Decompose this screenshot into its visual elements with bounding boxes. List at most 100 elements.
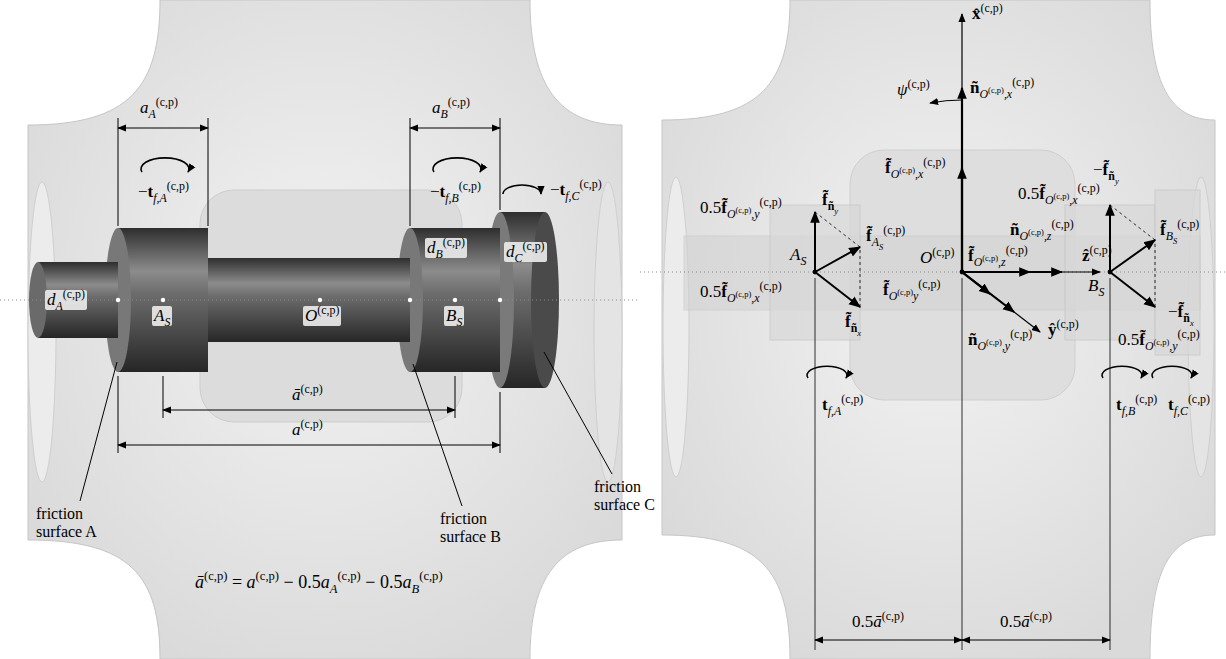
symbol-part: ,z <box>998 255 1006 269</box>
symbol-part: (c,p) <box>448 95 470 109</box>
axis <box>498 298 502 302</box>
symbol-part: ,y <box>1169 339 1177 353</box>
leader-line <box>413 364 462 506</box>
symbol-part: y <box>834 206 838 216</box>
symbol-part: (c,p) <box>932 245 954 259</box>
axis <box>116 298 120 302</box>
symbol-part: ñ <box>968 330 977 349</box>
symbol-part: f,A <box>828 404 842 418</box>
symbol-part: (c,p) <box>897 287 913 297</box>
symbol-part: ā <box>1021 612 1030 631</box>
symbol-part: f̃ <box>968 246 974 265</box>
shaft <box>410 228 500 372</box>
force-vector <box>961 168 963 272</box>
symbol-part: ψ <box>897 80 908 99</box>
dimension-lines <box>118 118 500 453</box>
dimension-label: aB(c,p) <box>432 98 470 118</box>
point-label: AS <box>152 306 172 326</box>
symbol-part: (c,p) <box>760 279 782 293</box>
axis <box>408 298 412 302</box>
symbol-part: f,C <box>1174 404 1188 418</box>
axis-label: ẑ(c,p) <box>1082 246 1112 266</box>
symbol-part: (c,p) <box>337 569 360 583</box>
symbol-part: B <box>411 582 419 596</box>
vector-label: 0.5f̃O(c,p),x(c,p) <box>1018 184 1100 204</box>
torque-label: −tf,C(c,p) <box>550 180 602 200</box>
symbol-part: O <box>727 291 736 305</box>
symbol-part: (c,p) <box>443 235 465 249</box>
symbol-part: S <box>1173 236 1177 246</box>
symbol-part: A <box>872 235 879 249</box>
symbol-part: (c,p) <box>986 337 1002 347</box>
axis <box>962 640 1110 641</box>
axis <box>962 278 963 650</box>
symbol-part: O <box>1019 229 1028 243</box>
vector-label: −f̃ñx <box>1168 302 1194 322</box>
housing <box>200 190 462 422</box>
symbol-part: B <box>446 306 456 325</box>
torque-arrow <box>807 366 847 378</box>
force-vector <box>962 272 990 294</box>
symbol-part: ,x <box>1069 193 1077 207</box>
symbol-part: ā <box>292 385 301 404</box>
symbol-part: O <box>974 255 983 269</box>
axis-label: x̂(c,p) <box>972 4 1003 24</box>
symbol-part: (c,p) <box>1051 217 1073 231</box>
symbol-part: t <box>440 182 446 201</box>
force-vector <box>962 271 1062 273</box>
symbol-part: O <box>891 167 900 181</box>
dimension-lines <box>163 376 164 418</box>
symbol-part: (c,p) <box>204 569 227 583</box>
symbol-part: ā <box>873 612 882 631</box>
force-vector <box>961 14 962 272</box>
symbol-part: (c,p) <box>167 179 189 193</box>
symbol-part: − <box>138 182 148 201</box>
torque-arrow <box>141 158 189 172</box>
dimension-label: aA(c,p) <box>140 98 178 118</box>
axis <box>640 272 1226 273</box>
diameter-label: dB(c,p) <box>425 238 467 258</box>
symbol-part: ,x <box>915 167 923 181</box>
symbol-part: (c,p) <box>301 417 323 431</box>
symbol-part: x <box>857 328 861 338</box>
symbol-part: (c,p) <box>301 382 323 396</box>
housing <box>662 0 1215 659</box>
symbol-part: ,z <box>1044 229 1052 243</box>
torque-arrow <box>1152 366 1192 378</box>
axis <box>815 278 816 650</box>
symbol-part: (c,p) <box>1135 392 1157 406</box>
point-label: O(c,p) <box>303 306 341 326</box>
torque-arrow <box>433 158 481 172</box>
symbol-part: (c,p) <box>841 392 863 406</box>
symbol-part: f̃ <box>822 190 828 209</box>
symbol-part: (c,p) <box>982 253 998 263</box>
leader-line <box>80 352 612 506</box>
symbol-part: f̃ <box>883 280 889 299</box>
symbol-part: − <box>1093 160 1103 179</box>
symbol-part: f̃ <box>845 312 851 331</box>
symbol-part: O <box>305 306 317 325</box>
torque-label: tf,C(c,p) <box>1168 395 1210 415</box>
symbol-part: ,x <box>1004 87 1012 101</box>
symbol-part: ŷ <box>1048 320 1057 339</box>
force-vector <box>814 212 816 272</box>
torque-arrow <box>141 158 541 194</box>
vector-label: f̃AS(c,p) <box>866 226 905 246</box>
symbol-part: (c,p) <box>522 239 544 253</box>
symbol-part: B <box>1166 229 1173 243</box>
symbol-part: a <box>140 98 149 117</box>
dimension-lines <box>118 376 119 453</box>
force-vector <box>815 272 860 307</box>
symbol-part: f̃ <box>885 158 891 177</box>
housing <box>663 177 689 477</box>
symbol-part: (c,p) <box>156 95 178 109</box>
symbol-part: a <box>402 572 411 592</box>
symbol-part: − <box>430 182 440 201</box>
symbol-part: y <box>913 289 918 303</box>
symbol-part: ñ <box>1010 220 1019 239</box>
vector-label: −f̃ñy <box>1093 160 1119 180</box>
symbol-part: (c,p) <box>981 1 1003 15</box>
force-vector <box>1110 240 1155 272</box>
dimension-lines <box>163 410 455 411</box>
symbol-part: f̃ <box>721 198 727 217</box>
